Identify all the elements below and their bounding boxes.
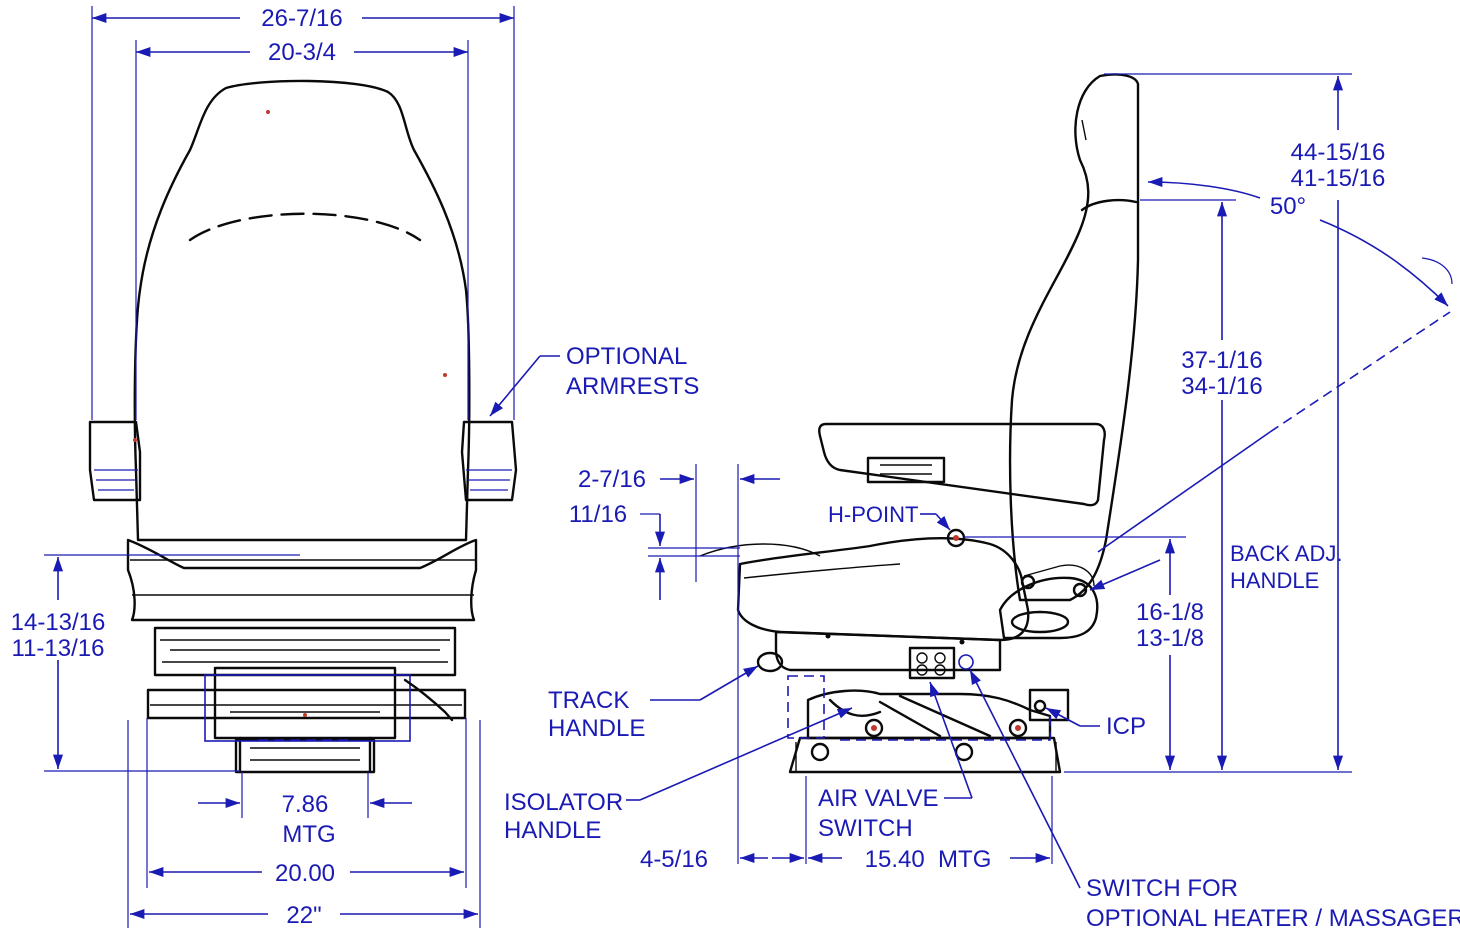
- dim-overall-height-2: 41-15/16: [1291, 165, 1386, 192]
- dim-track-offset: 4-5/16: [640, 846, 708, 873]
- dim-base-width: 20.00: [275, 860, 335, 887]
- dim-track-mtg: 15.40 MTG: [865, 846, 992, 873]
- label-air-valve-2: SWITCH: [818, 815, 913, 842]
- label-isolator-2: HANDLE: [504, 817, 601, 844]
- dim-back-height-1: 37-1/16: [1181, 347, 1262, 374]
- dim-mtg-value: 7.86: [282, 791, 329, 818]
- side-view-seat: [699, 73, 1140, 774]
- label-track-1: TRACK: [548, 687, 629, 714]
- dim-overall-width: 26-7/16: [261, 5, 342, 32]
- dim-back-width: 20-3/4: [268, 39, 336, 66]
- label-h-point: H-POINT: [828, 502, 918, 527]
- label-armrests-1: OPTIONAL: [566, 343, 687, 370]
- label-armrests-2: ARMRESTS: [566, 373, 699, 400]
- callout-armrests: OPTIONAL ARMRESTS: [489, 343, 699, 417]
- dim-seat-height-1: 14-13/16: [11, 609, 106, 636]
- dim-base-overall: 22": [286, 902, 321, 929]
- label-switch-heater-2: OPTIONAL HEATER / MASSAGER: [1086, 905, 1460, 932]
- label-isolator-1: ISOLATOR: [504, 789, 623, 816]
- dim-mtg-label: MTG: [282, 821, 335, 848]
- dim-seat-height-2: 11-13/16: [12, 635, 105, 662]
- label-back-adj-1: BACK ADJ.: [1230, 541, 1342, 566]
- label-track-2: HANDLE: [548, 715, 645, 742]
- side-view-callouts: H-POINT BACK ADJ. HANDLE TRACK HANDLE IC…: [504, 502, 1460, 932]
- front-view-dimensions: 26-7/16 20-3/4 14-13/16 11-13/16 7.86 MT…: [11, 5, 515, 929]
- dim-recline-angle: 50°: [1270, 193, 1306, 220]
- front-view-seat: [88, 79, 518, 774]
- dim-front-offset: 2-7/16: [578, 466, 646, 493]
- dim-hpoint-height-1: 16-1/8: [1136, 599, 1204, 626]
- dim-cushion-offset: 11/16: [569, 501, 627, 528]
- label-icp: ICP: [1106, 713, 1146, 740]
- label-back-adj-2: HANDLE: [1230, 568, 1319, 593]
- side-view-dimensions: 44-15/16 41-15/16 50° 37-1/16 34-1/16 16…: [569, 73, 1453, 873]
- dim-hpoint-height-2: 13-1/8: [1136, 625, 1204, 652]
- label-switch-heater-1: SWITCH FOR: [1086, 875, 1238, 902]
- dim-back-height-2: 34-1/16: [1181, 373, 1262, 400]
- label-air-valve-1: AIR VALVE: [818, 785, 939, 812]
- dim-overall-height-1: 44-15/16: [1291, 139, 1386, 166]
